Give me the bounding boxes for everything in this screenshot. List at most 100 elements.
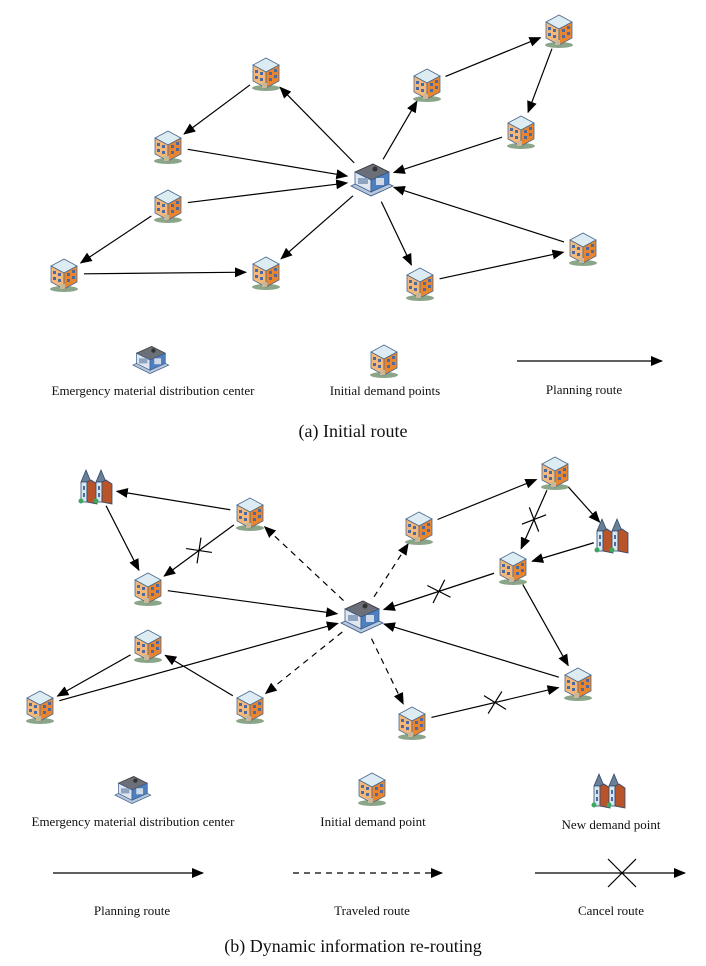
route-planning-P-N1 <box>115 488 231 511</box>
route-planning-F-G <box>445 37 542 77</box>
route-line <box>183 84 251 135</box>
route-planning-B-DC <box>187 148 349 180</box>
route-planning-N1-Q <box>105 505 140 572</box>
route-line <box>164 654 234 697</box>
panel-dynamic-rerouting: Emergency material distribution center I… <box>25 456 686 957</box>
distribution-center-icon <box>350 163 394 197</box>
route-line <box>439 249 565 280</box>
route-planning-U-V <box>437 478 538 521</box>
route-planning-DC-E <box>280 195 354 260</box>
route-planning-G-H <box>527 48 553 114</box>
route-line <box>83 267 248 278</box>
route-line <box>437 478 538 521</box>
route-line <box>56 654 131 697</box>
route-line <box>445 37 542 77</box>
cancel-cross <box>528 507 540 532</box>
legend-planning-label: Planning route <box>94 903 170 918</box>
initial-demand-point-icon <box>25 690 55 725</box>
route-planning-J-I <box>439 249 565 280</box>
route-planning-S-DC <box>59 621 339 702</box>
initial-demand-point-icon <box>235 690 265 725</box>
legend-new-demand-label: New demand point <box>562 817 661 832</box>
route-line <box>167 590 339 618</box>
legend-demand-icon <box>369 344 399 379</box>
route-line <box>264 631 343 695</box>
route-line <box>522 584 569 667</box>
nodes-layer-b <box>25 456 629 741</box>
initial-demand-point-icon <box>404 511 434 546</box>
legend-center-icon <box>114 775 152 805</box>
route-line <box>383 622 560 678</box>
route-line <box>382 100 418 160</box>
initial-demand-point-icon <box>235 497 265 532</box>
route-cancel-W-DC <box>382 572 495 611</box>
route-planning-DC-A <box>279 86 355 164</box>
route-planning-H-DC <box>392 136 503 174</box>
legend-traveled-label: Traveled route <box>334 903 410 918</box>
legend-new-demand-icon <box>591 773 626 809</box>
caption-a: (a) Initial route <box>299 421 408 442</box>
route-line <box>79 215 152 264</box>
initial-demand-point-icon <box>153 130 183 165</box>
initial-demand-point-icon <box>540 456 570 491</box>
route-line <box>527 48 553 114</box>
initial-demand-point-icon <box>568 232 598 267</box>
route-traveled-DC-P <box>263 525 344 602</box>
legend-cancel-cross <box>607 858 637 888</box>
route-line <box>115 488 231 511</box>
route-line <box>263 525 344 602</box>
routes-layer-b <box>56 478 601 719</box>
legend-a: Emergency material distribution center I… <box>52 344 663 398</box>
route-planning-X-DC <box>383 622 560 678</box>
initial-demand-point-icon <box>498 551 528 586</box>
route-cancel-V-W <box>520 490 548 550</box>
route-line <box>392 185 565 243</box>
route-traveled-DC-T <box>264 631 343 695</box>
route-traveled-DC-U <box>373 542 409 598</box>
initial-demand-point-icon <box>153 189 183 224</box>
route-line <box>59 621 339 702</box>
route-planning-N2-W <box>531 542 595 563</box>
route-line <box>531 542 595 563</box>
legend-center-label: Emergency material distribution center <box>52 383 256 398</box>
route-planning-DC-J <box>380 201 412 266</box>
legend-center-icon <box>132 345 170 375</box>
cancel-cross <box>487 691 503 714</box>
initial-demand-point-icon <box>133 572 163 607</box>
initial-demand-point-icon <box>405 267 435 302</box>
cancel-cross <box>432 579 446 604</box>
initial-demand-point-icon <box>251 57 281 92</box>
route-planning-R-S <box>56 654 131 697</box>
route-planning-A-B <box>183 84 251 135</box>
route-line <box>280 195 354 260</box>
route-planning-W-X <box>522 584 569 667</box>
route-line <box>373 542 409 598</box>
legend-demand-label: Initial demand point <box>320 814 426 829</box>
legend-demand-label: Initial demand points <box>330 383 440 398</box>
route-traveled-DC-Y <box>370 638 404 705</box>
route-line <box>370 638 404 705</box>
route-planning-C-DC <box>187 179 349 204</box>
legend-planning-label: Planning route <box>546 382 622 397</box>
route-line <box>279 86 355 164</box>
route-planning-I-DC <box>392 185 565 243</box>
new-demand-point-icon <box>78 469 113 505</box>
route-line <box>567 486 601 523</box>
routes-layer-a <box>79 37 565 280</box>
initial-demand-point-icon <box>397 706 427 741</box>
legend-center-label: Emergency material distribution center <box>32 814 236 829</box>
route-line <box>187 179 349 204</box>
panel-initial-route: Emergency material distribution center I… <box>49 14 663 442</box>
route-line <box>392 136 503 174</box>
initial-demand-point-icon <box>412 68 442 103</box>
route-planning-Q-DC <box>167 590 339 618</box>
route-cancel-P-Q <box>163 524 235 577</box>
new-demand-point-icon <box>594 518 629 554</box>
route-planning-D-E <box>83 267 248 278</box>
initial-demand-point-icon <box>506 115 536 150</box>
cancel-cross <box>196 537 202 564</box>
route-line <box>187 148 349 180</box>
initial-demand-point-icon <box>133 629 163 664</box>
initial-demand-point-icon <box>251 256 281 291</box>
